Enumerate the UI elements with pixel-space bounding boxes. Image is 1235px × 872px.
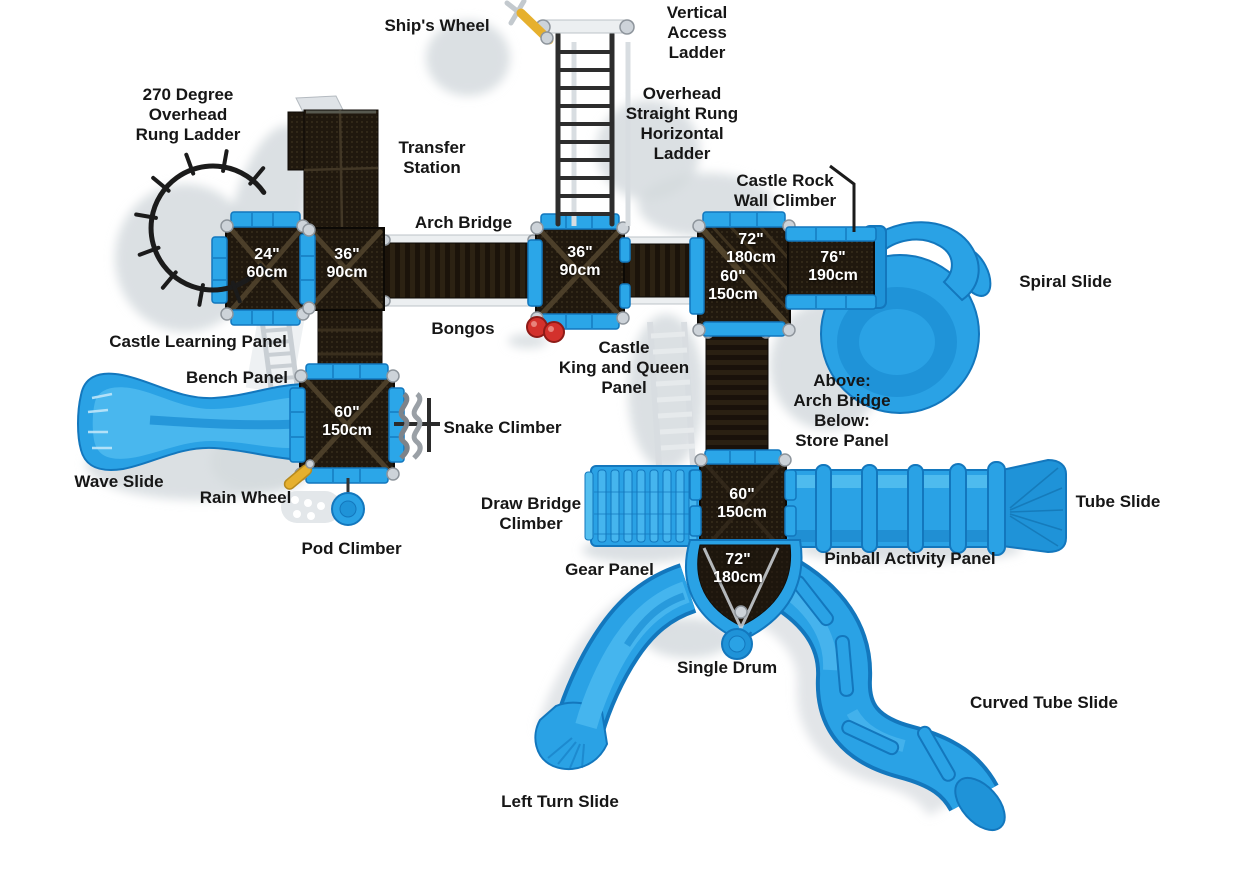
transfer-station-tower	[287, 95, 379, 231]
bridge-deck-2	[623, 236, 699, 305]
overhead-rung-ladder-270-structure	[134, 149, 275, 307]
snake-climber-structure	[394, 392, 440, 460]
castle-rock-pointer-line	[829, 164, 856, 232]
ladder-shadow-mid	[647, 321, 696, 467]
curved-tube-slide-structure	[762, 553, 1006, 831]
rain-wheel-structure	[283, 459, 315, 490]
vertical-access-ladder-structure	[535, 19, 635, 227]
bongos-structure	[526, 316, 565, 343]
wave-slide-structure	[77, 372, 303, 471]
deck-36in-mid	[527, 213, 631, 330]
ladder-shadow-left	[245, 312, 305, 396]
deck-24in	[211, 211, 310, 326]
store-panel-column	[702, 327, 772, 464]
single-drum-structure	[721, 628, 753, 660]
deck-36in-left	[299, 223, 385, 315]
left-turn-slide-structure	[534, 563, 697, 770]
arch-bridge-deck	[379, 234, 539, 307]
tube-slide-structure	[783, 458, 1067, 556]
ships-wheel-structure	[504, 0, 554, 45]
pod-climber-structure	[281, 478, 365, 526]
deck-76in	[785, 226, 877, 310]
pod-deck-72	[685, 539, 803, 656]
draw-bridge-climber-structure	[584, 465, 704, 547]
deck-72-60-castle-rock	[689, 211, 796, 337]
